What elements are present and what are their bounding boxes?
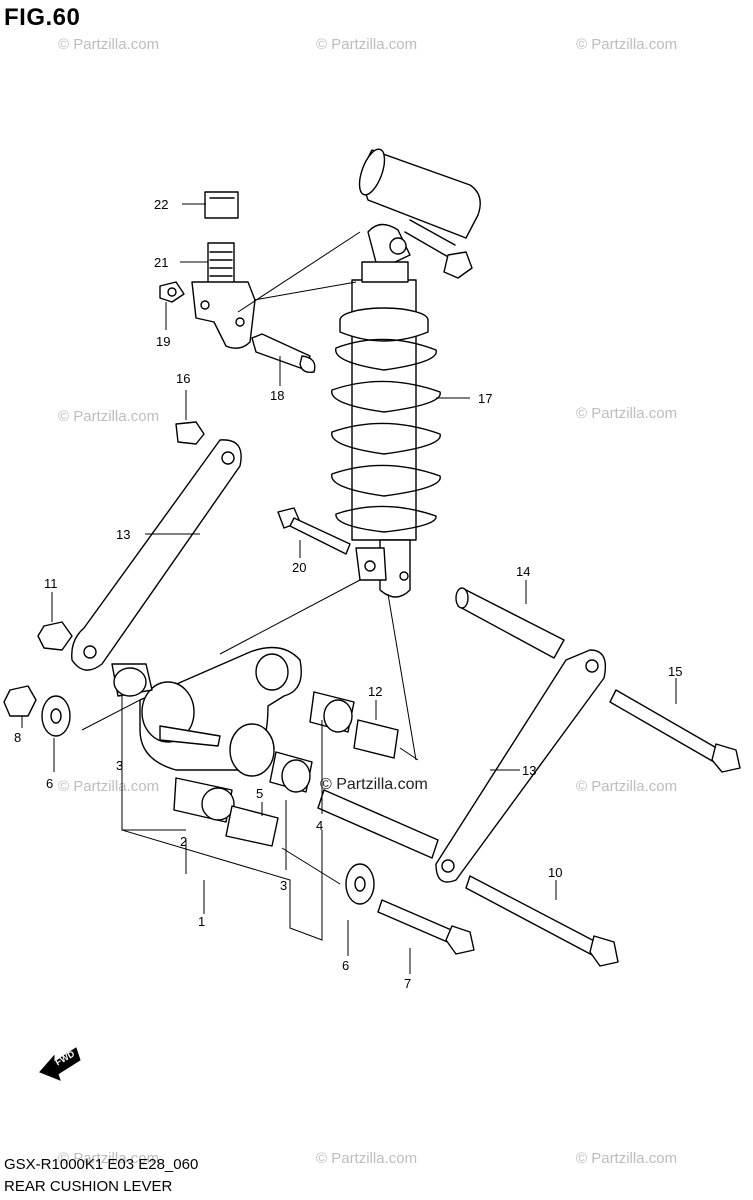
tie-rod-right xyxy=(435,649,607,883)
callout-10: 10 xyxy=(548,865,562,880)
shock-top-bracket xyxy=(159,191,316,374)
watermark: © Partzilla.com xyxy=(58,408,160,425)
watermark: © Partzilla.com xyxy=(58,778,160,795)
nut-11 xyxy=(37,621,73,651)
shaft-lower xyxy=(317,789,439,859)
watermark: © Partzilla.com xyxy=(58,1150,160,1167)
callout-6-right: 6 xyxy=(342,958,349,973)
callout-2: 2 xyxy=(180,834,187,849)
pin-14 xyxy=(457,589,565,659)
callout-3-left: 3 xyxy=(116,758,123,773)
callout-22: 22 xyxy=(154,197,168,212)
callout-8: 8 xyxy=(14,730,21,745)
bearing-4 xyxy=(309,691,355,733)
watermark: © Partzilla.com xyxy=(58,36,160,53)
callout-12: 12 xyxy=(368,684,382,699)
bolt-15 xyxy=(609,689,741,773)
callout-18: 18 xyxy=(270,388,284,403)
callout-3-right: 3 xyxy=(280,878,287,893)
callout-13-left: 13 xyxy=(116,527,130,542)
nut-16 xyxy=(175,421,205,445)
footer-figure-name: REAR CUSHION LEVER xyxy=(4,1178,173,1195)
shock-absorber xyxy=(331,148,481,598)
watermark: © Partzilla.com xyxy=(576,36,678,53)
bolt-10 xyxy=(465,875,619,967)
watermark: © Partzilla.com xyxy=(576,1150,678,1167)
callout-21: 21 xyxy=(154,255,168,270)
cushion-lever xyxy=(139,646,302,777)
callout-20: 20 xyxy=(292,560,306,575)
spacer-12 xyxy=(353,719,399,759)
callout-14: 14 xyxy=(516,564,530,579)
watermark: © Partzilla.com xyxy=(316,36,418,53)
watermark-center: © Partzilla.com xyxy=(320,776,428,793)
callout-19: 19 xyxy=(156,334,170,349)
watermark: © Partzilla.com xyxy=(576,778,678,795)
callout-13-right: 13 xyxy=(522,763,536,778)
bearing-3a xyxy=(111,663,153,697)
assembly-lines xyxy=(81,231,419,885)
callout-1: 1 xyxy=(198,914,205,929)
tie-rod-left xyxy=(71,439,242,671)
nut-8 xyxy=(3,685,37,717)
callout-16: 16 xyxy=(176,371,190,386)
callout-4: 4 xyxy=(316,818,323,833)
watermark: © Partzilla.com xyxy=(316,1150,418,1167)
callout-6-left: 6 xyxy=(46,776,53,791)
footer-model-code: GSX-R1000K1 E03 E28_060 xyxy=(4,1156,199,1173)
spacer-5 xyxy=(225,805,279,847)
forward-arrow-icon: FWD xyxy=(39,1047,81,1081)
watermark: © Partzilla.com xyxy=(576,405,678,422)
callout-7: 7 xyxy=(404,976,411,991)
figure-title: FIG.60 xyxy=(4,4,81,31)
bearing-2 xyxy=(173,777,235,823)
leader-lines xyxy=(21,203,677,974)
bolt-7 xyxy=(377,899,475,955)
callout-15: 15 xyxy=(668,664,682,679)
callout-17: 17 xyxy=(478,391,492,406)
bearing-3b xyxy=(269,751,313,793)
callout-11: 11 xyxy=(44,576,58,591)
callout-5: 5 xyxy=(256,786,263,801)
